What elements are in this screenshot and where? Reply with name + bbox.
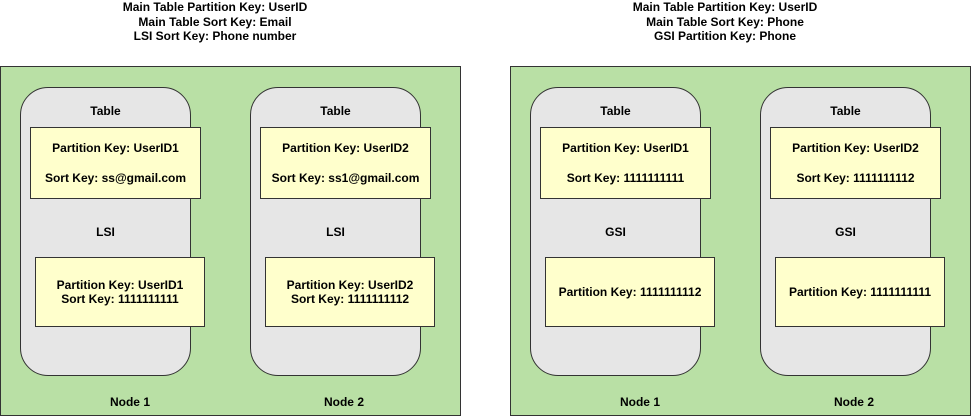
- table-partition-key: Partition Key: UserID2: [282, 141, 409, 155]
- table-title: Table: [600, 104, 631, 118]
- gsi-node-1: Table Partition Key: UserID1 Sort Key: 1…: [530, 87, 715, 376]
- lsi-line: Sort Key: 1111111111: [61, 292, 179, 306]
- gsi-diagram-header: Main Table Partition Key: UserID Main Ta…: [575, 0, 875, 44]
- table-title: Table: [320, 104, 351, 118]
- lsi-record-box: Partition Key: UserID1 Sort Key: 1111111…: [35, 257, 205, 327]
- table-partition-key: Partition Key: UserID1: [562, 141, 689, 155]
- index-label: LSI: [96, 225, 115, 239]
- index-label: GSI: [835, 225, 856, 239]
- lsi-diagram-header: Main Table Partition Key: UserID Main Ta…: [65, 0, 365, 44]
- table-sort-key: Sort Key: 1111111112: [796, 171, 915, 185]
- header-line: Main Table Sort Key: Phone: [646, 14, 804, 29]
- header-line: Main Table Partition Key: UserID: [122, 0, 308, 14]
- table-sort-key: Sort Key: ss@gmail.com: [44, 171, 187, 185]
- lsi-node-2: Table Partition Key: UserID2 Sort Key: s…: [250, 87, 435, 376]
- table-record-box: Partition Key: UserID2 Sort Key: ss1@gma…: [260, 127, 431, 199]
- table-sort-key: Sort Key: 1111111111: [566, 171, 685, 185]
- node-label: Node 1: [109, 395, 150, 409]
- gsi-line: Partition Key: 1111111112: [558, 284, 702, 299]
- node-label: Node 2: [833, 395, 874, 409]
- table-title: Table: [830, 104, 861, 118]
- header-line: Main Table Sort Key: Email: [138, 14, 292, 29]
- table-record-box: Partition Key: UserID1 Sort Key: ss@gmai…: [30, 127, 201, 199]
- table-partition-key: Partition Key: UserID1: [52, 141, 179, 155]
- table-title: Table: [90, 104, 121, 118]
- header-line: LSI Sort Key: Phone number: [133, 29, 297, 43]
- table-sort-key: Sort Key: ss1@gmail.com: [271, 171, 420, 185]
- index-label: GSI: [605, 225, 626, 239]
- index-label: LSI: [326, 225, 345, 239]
- lsi-line: Partition Key: UserID2: [286, 277, 414, 292]
- table-record-box: Partition Key: UserID1 Sort Key: 1111111…: [540, 127, 711, 199]
- node-label: Node 2: [323, 395, 364, 409]
- table-partition-key: Partition Key: UserID2: [792, 141, 919, 155]
- node-label: Node 1: [619, 395, 660, 409]
- header-line: GSI Partition Key: Phone: [653, 29, 797, 43]
- lsi-line: Sort Key: 1111111112: [290, 292, 410, 306]
- lsi-line: Partition Key: UserID1: [56, 277, 184, 292]
- gsi-line: Partition Key: 1111111111: [788, 284, 932, 299]
- lsi-record-box: Partition Key: UserID2 Sort Key: 1111111…: [265, 257, 435, 327]
- header-line: Main Table Partition Key: UserID: [632, 0, 818, 14]
- gsi-record-box: Partition Key: 1111111111: [775, 257, 945, 327]
- lsi-node-1: Table Partition Key: UserID1 Sort Key: s…: [20, 87, 205, 376]
- gsi-record-box: Partition Key: 1111111112: [545, 257, 715, 327]
- table-record-box: Partition Key: UserID2 Sort Key: 1111111…: [770, 127, 941, 199]
- gsi-node-2: Table Partition Key: UserID2 Sort Key: 1…: [760, 87, 945, 376]
